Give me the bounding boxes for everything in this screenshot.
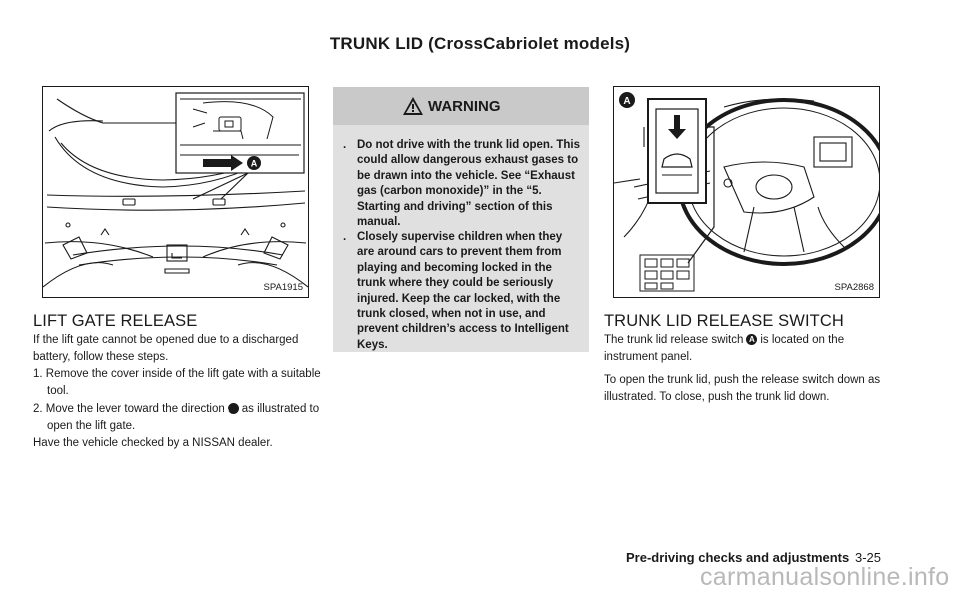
callout-a-left: A	[251, 159, 258, 169]
warning-header	[333, 87, 589, 125]
trunk-switch-heading: TRUNK LID RELEASE SWITCH	[604, 312, 844, 330]
callout-a-right: A	[623, 96, 630, 107]
section-title: TRUNK LID (CrossCabriolet models)	[329, 34, 631, 53]
footer-section-label: Pre-driving checks and adjustments	[626, 550, 850, 565]
warning-bullet: .	[343, 231, 347, 243]
trunk-switch-figure: A SPA2868	[613, 86, 880, 298]
step-2-text-end: as illustrated to open the lift gate.	[47, 403, 320, 432]
figure-code-right: SPA2868	[834, 282, 874, 293]
warning-item: . Do not drive with the trunk lid open. …	[343, 138, 581, 230]
warning-triangle-icon	[403, 97, 423, 115]
warning-box	[333, 87, 589, 352]
watermark: carmanualsonline.info	[700, 563, 950, 591]
location-text-start: The trunk lid release switch	[604, 334, 744, 346]
lift-gate-illustration: A	[43, 92, 308, 288]
callout-a-inline: A	[746, 334, 758, 345]
callout-a-inline: A	[223, 403, 239, 414]
lift-gate-heading: LIFT GATE RELEASE	[33, 312, 198, 330]
warning-bullet: .	[343, 139, 347, 151]
lift-gate-step-1: 1. Remove the cover inside of the lift g…	[33, 368, 321, 397]
location-text-end: is located on the instrument panel.	[604, 334, 845, 363]
warning-title: WARNING	[428, 98, 501, 115]
warning-item-text: Closely supervise children when they are…	[357, 231, 569, 351]
warning-item-text: Do not drive with the trunk lid open. Th…	[357, 139, 580, 229]
warning-item: . Closely supervise children when they a…	[343, 230, 581, 353]
lift-gate-outro: Have the vehicle checked by a NISSAN dea…	[33, 437, 273, 449]
figure-code-left: SPA1915	[263, 282, 303, 293]
lift-gate-intro: If the lift gate cannot be opened due to…	[33, 334, 299, 363]
lift-gate-figure: A SPA1915	[42, 86, 309, 298]
step-2-text-start: 2. Move the lever toward the direction	[33, 403, 225, 415]
instrument-panel-illustration: A	[614, 92, 879, 292]
trunk-switch-instructions: To open the trunk lid, push the release …	[604, 374, 881, 403]
footer-page-number: 3-25	[855, 550, 882, 565]
